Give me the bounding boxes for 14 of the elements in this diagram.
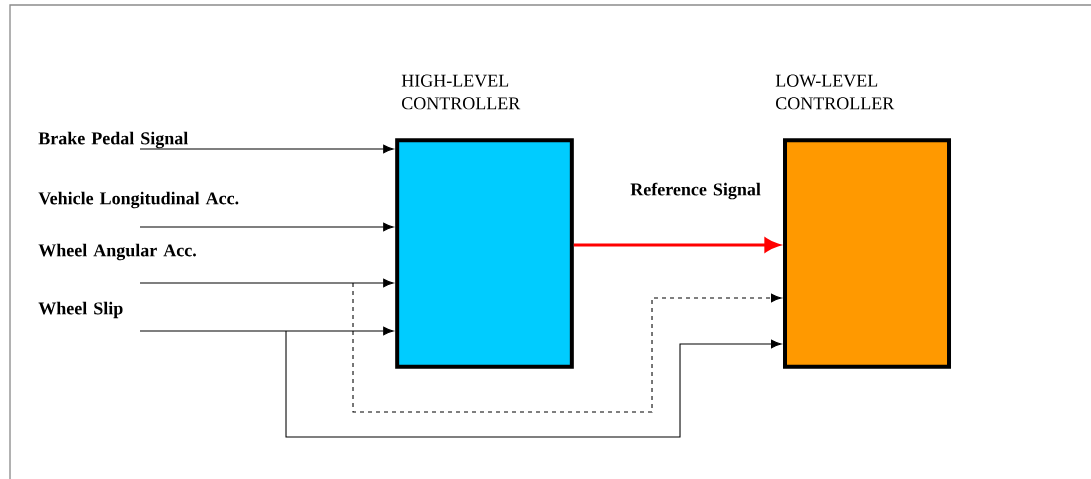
signal-arrow (285, 330, 782, 438)
signal-arrow (139, 278, 394, 288)
signal-arrow (139, 144, 394, 154)
signal-label: Wheel Angular Acc. (38, 243, 196, 261)
controller-heading: LOW-LEVEL CONTROLLER (775, 74, 895, 110)
signal-label: Reference Signal (630, 182, 761, 200)
signal-label: Brake Pedal Signal (38, 131, 188, 149)
signal-arrow (573, 237, 780, 253)
signal-arrow (352, 282, 782, 413)
signal-arrow (139, 222, 394, 232)
controller-heading: HIGH-LEVEL CONTROLLER (401, 74, 521, 110)
signal-label: Vehicle Longitudinal Acc. (38, 191, 239, 209)
signal-arrow (139, 326, 394, 336)
signal-label: Wheel Slip (38, 301, 123, 319)
